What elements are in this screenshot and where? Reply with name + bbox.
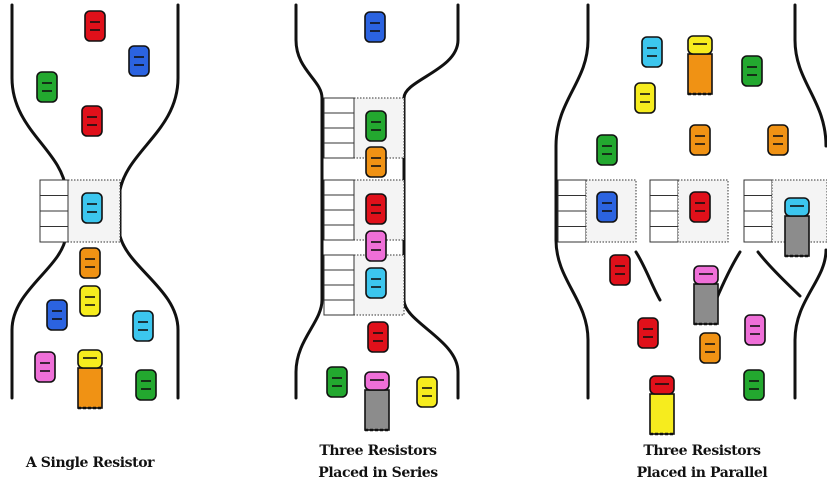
- entry-lane-lines: [323, 97, 355, 159]
- pink-truck: [693, 265, 719, 326]
- green-car: [326, 366, 348, 398]
- green-car: [365, 110, 387, 142]
- vehicles: [34, 10, 810, 436]
- entry-lane-lines: [743, 179, 773, 243]
- green-car: [743, 369, 765, 401]
- caption-line: Placed in Series: [318, 465, 438, 481]
- red-car: [689, 191, 711, 223]
- cyan-truck: [784, 197, 810, 258]
- red-car: [367, 321, 389, 353]
- red-car: [81, 105, 103, 137]
- orange-car: [699, 332, 721, 364]
- blue-car: [596, 191, 618, 223]
- yellow-truck: [77, 349, 103, 410]
- caption-line: Three Resistors: [643, 443, 761, 459]
- caption-line: A Single Resistor: [25, 455, 155, 471]
- cyan-car: [641, 36, 663, 68]
- pink-car: [34, 351, 56, 383]
- yellow-truck: [687, 35, 713, 96]
- entry-lane-lines: [323, 254, 355, 316]
- yellow-car: [79, 285, 101, 317]
- red-car: [637, 317, 659, 349]
- red-car: [84, 10, 106, 42]
- yellow-car: [416, 376, 438, 408]
- red-car: [365, 193, 387, 225]
- island-curve-1: [634, 250, 662, 302]
- island-curve-2: [714, 250, 742, 302]
- entry-lane-lines: [649, 179, 679, 243]
- resistor-zone-3: [353, 254, 405, 316]
- caption-line: Placed in Parallel: [636, 465, 768, 481]
- caption-line: Three Resistors: [319, 443, 437, 459]
- caption-parallel-resistors: Three Resistors Placed in Parallel: [598, 440, 806, 484]
- orange-car: [689, 124, 711, 156]
- green-car: [596, 134, 618, 166]
- red-car: [609, 254, 631, 286]
- blue-car: [364, 11, 386, 43]
- road-curb-right-lower: [793, 248, 827, 400]
- orange-car: [767, 124, 789, 156]
- road-curb-right: [402, 3, 460, 400]
- caption-single-resistor: A Single Resistor: [0, 452, 180, 474]
- cyan-car: [132, 310, 154, 342]
- road-curb-left: [294, 3, 324, 400]
- pink-truck: [364, 371, 390, 432]
- entry-lane-lines: [323, 179, 355, 241]
- orange-car: [365, 146, 387, 178]
- orange-car: [79, 247, 101, 279]
- red-truck: [649, 375, 675, 436]
- entry-lane-lines: [557, 179, 587, 243]
- road-curb-right-upper: [793, 3, 827, 148]
- entry-lane-lines: [39, 179, 69, 243]
- island-curve-3: [756, 250, 802, 298]
- road-curb-left: [554, 3, 590, 400]
- green-car: [741, 55, 763, 87]
- green-car: [36, 71, 58, 103]
- caption-series-resistors: Three Resistors Placed in Series: [280, 440, 476, 484]
- pink-car: [365, 230, 387, 262]
- cyan-car: [81, 192, 103, 224]
- green-car: [135, 369, 157, 401]
- pink-car: [744, 314, 766, 346]
- blue-car: [128, 45, 150, 77]
- yellow-car: [634, 82, 656, 114]
- blue-car: [46, 299, 68, 331]
- cyan-car: [365, 267, 387, 299]
